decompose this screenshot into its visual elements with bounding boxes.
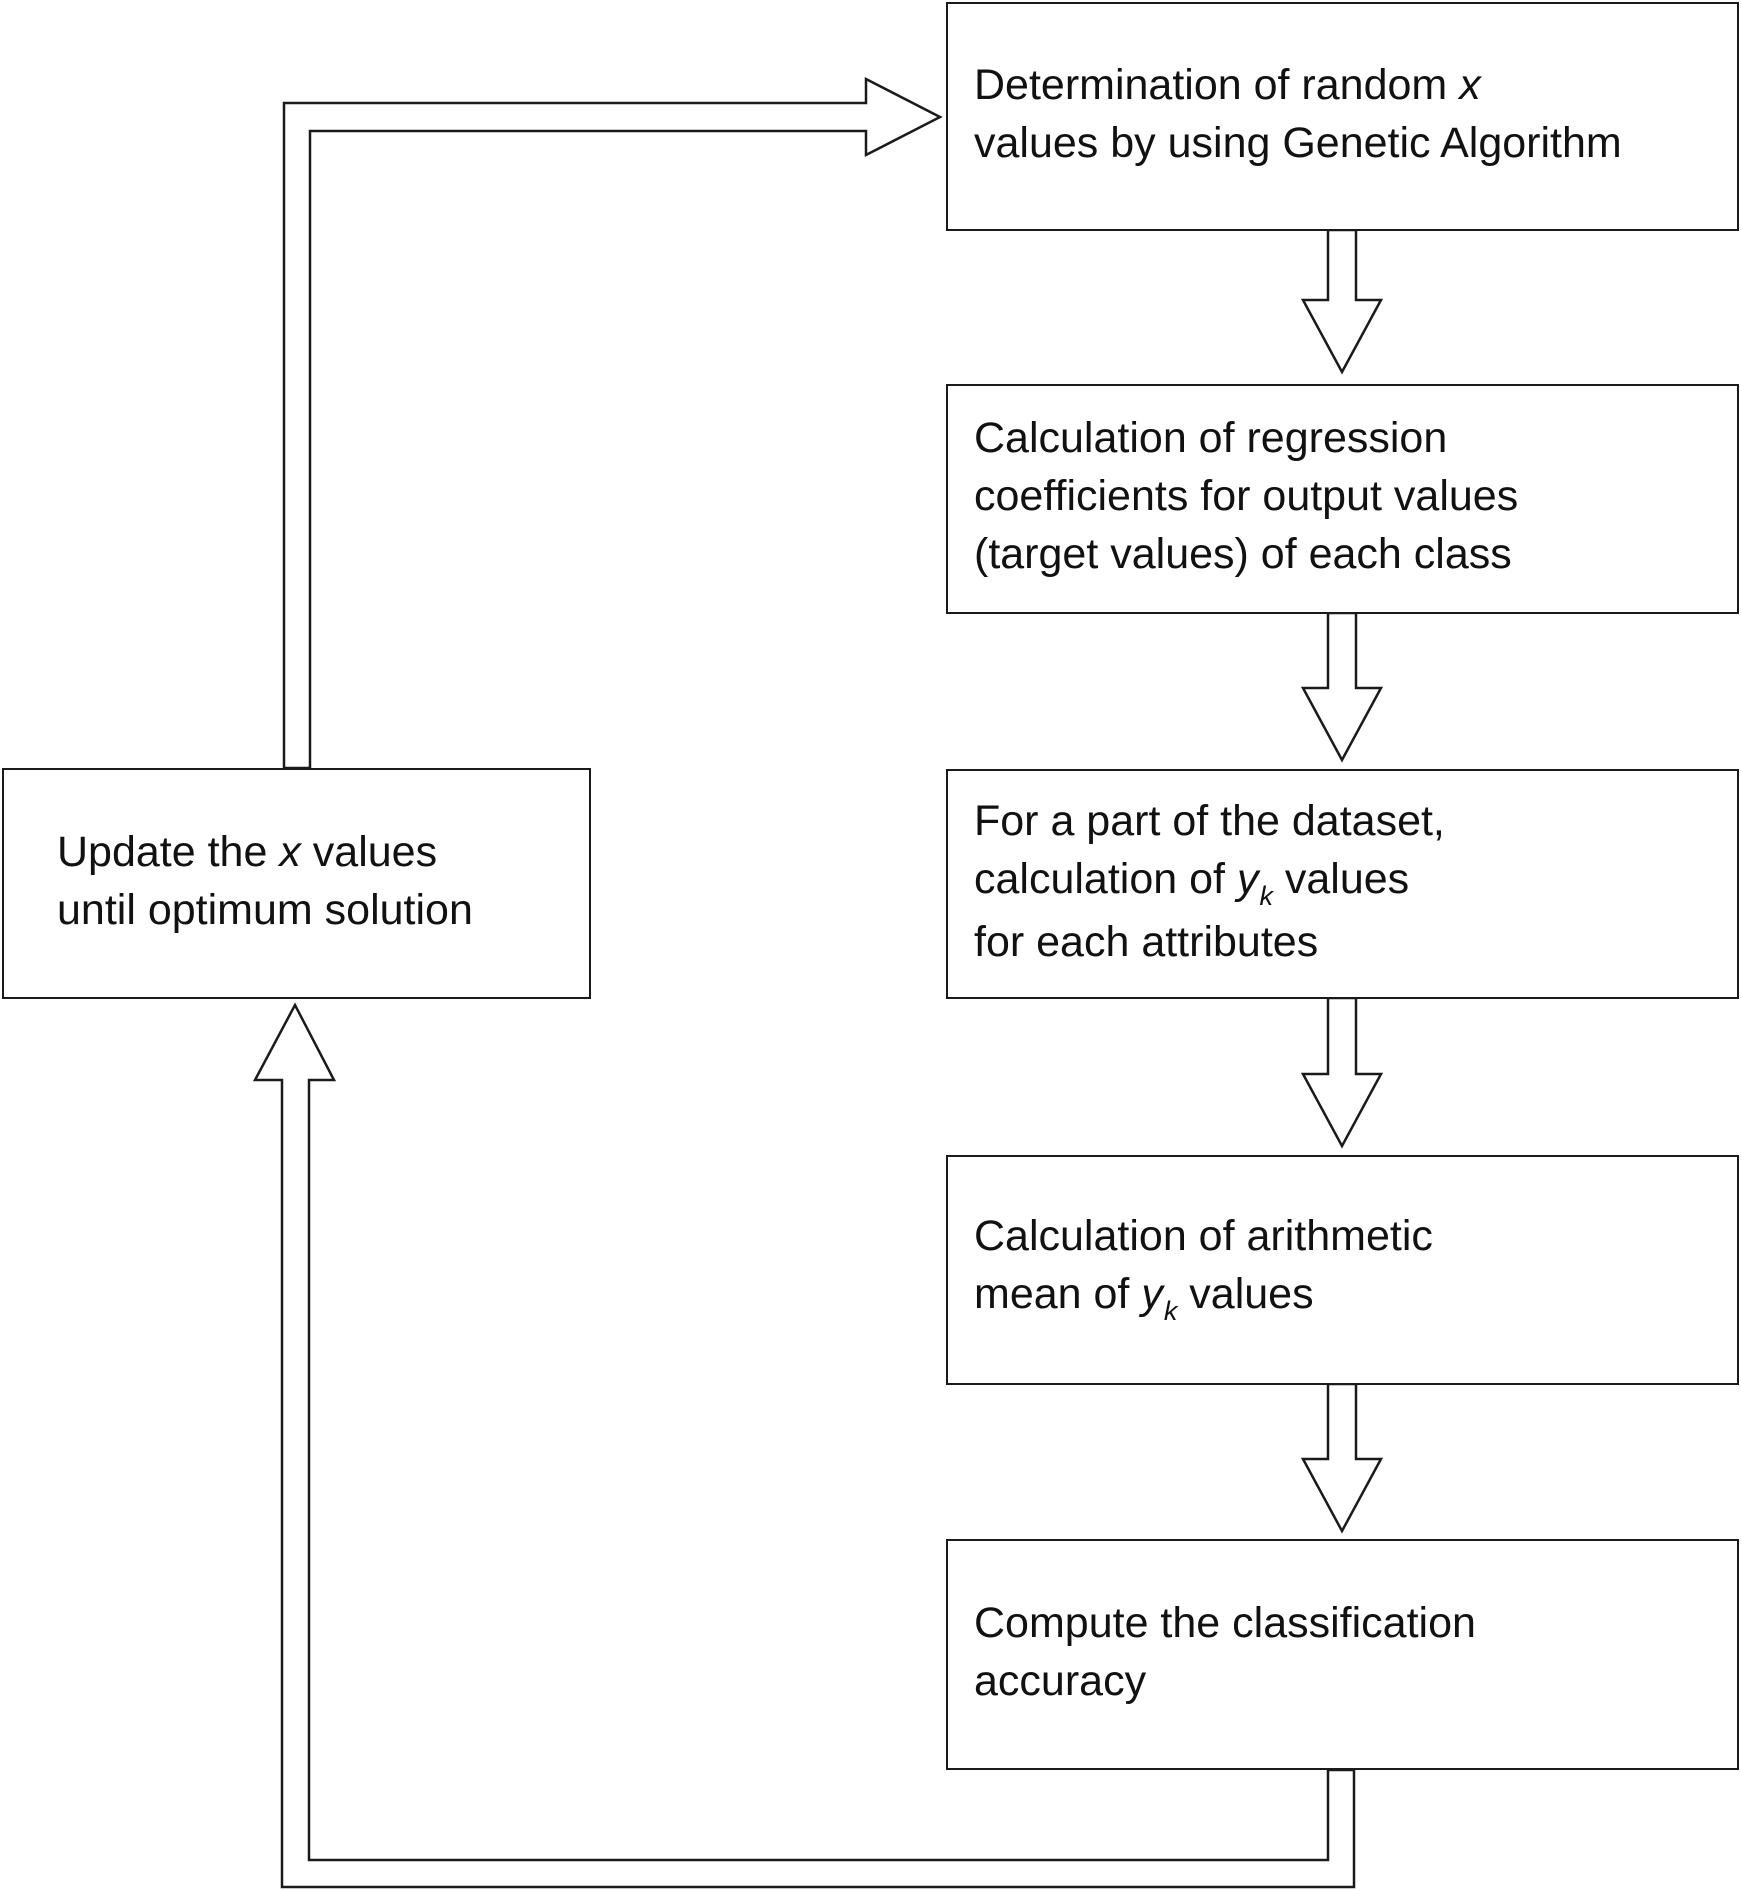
step-regression-line-3: (target values) of each class [974, 530, 1512, 578]
step-yk-values-box: For a part of the dataset, calculation o… [946, 769, 1739, 999]
step-arithmetic-mean-box: Calculation of arithmetic mean of yk val… [946, 1155, 1739, 1385]
step-regression-line-1: Calculation of regression [974, 414, 1448, 462]
step-accuracy-line-2: accuracy [974, 1656, 1147, 1705]
step-determination-line-1: Determination of random x [974, 60, 1481, 109]
step-determination-line-2: values by using Genetic Algorithm [974, 118, 1622, 167]
step-determination-box: Determination of random x values by usin… [946, 2, 1739, 231]
arrow-regression-to-yk-values [1300, 611, 1384, 763]
arrow-determination-to-regression [1300, 228, 1384, 375]
step-arithmetic-mean-line-1: Calculation of arithmetic [974, 1211, 1433, 1260]
step-accuracy-box: Compute the classification accuracy [946, 1539, 1739, 1770]
step-regression-text: Calculation of regression coefficients f… [948, 409, 1530, 583]
step-arithmetic-mean-text: Calculation of arithmetic mean of yk val… [948, 1207, 1445, 1328]
step-regression-line-2: coefficients for output values [974, 472, 1519, 520]
step-update-text: Update the x values until optimum soluti… [4, 823, 485, 939]
step-yk-values-line-2: calculation of yk values [974, 854, 1410, 911]
arrow-arithmetic-mean-to-accuracy [1300, 1382, 1384, 1534]
step-update-line-1: Update the x values [57, 827, 438, 876]
step-determination-text: Determination of random x values by usin… [948, 56, 1634, 172]
step-yk-values-line-1: For a part of the dataset, [974, 796, 1445, 845]
step-update-line-2: until optimum solution [57, 885, 473, 934]
arrow-update-to-determination [282, 76, 943, 770]
arrow-yk-values-to-arithmetic-mean [1300, 996, 1384, 1149]
step-accuracy-text: Compute the classification accuracy [948, 1594, 1488, 1710]
step-arithmetic-mean-line-2: mean of yk values [974, 1269, 1314, 1326]
arrow-accuracy-to-update [252, 1002, 1356, 1889]
step-yk-values-text: For a part of the dataset, calculation o… [948, 792, 1457, 971]
step-update-box: Update the x values until optimum soluti… [2, 768, 591, 999]
step-accuracy-line-1: Compute the classification [974, 1598, 1476, 1647]
step-yk-values-line-3: for each attributes [974, 917, 1319, 966]
step-regression-box: Calculation of regression coefficients f… [946, 384, 1739, 614]
